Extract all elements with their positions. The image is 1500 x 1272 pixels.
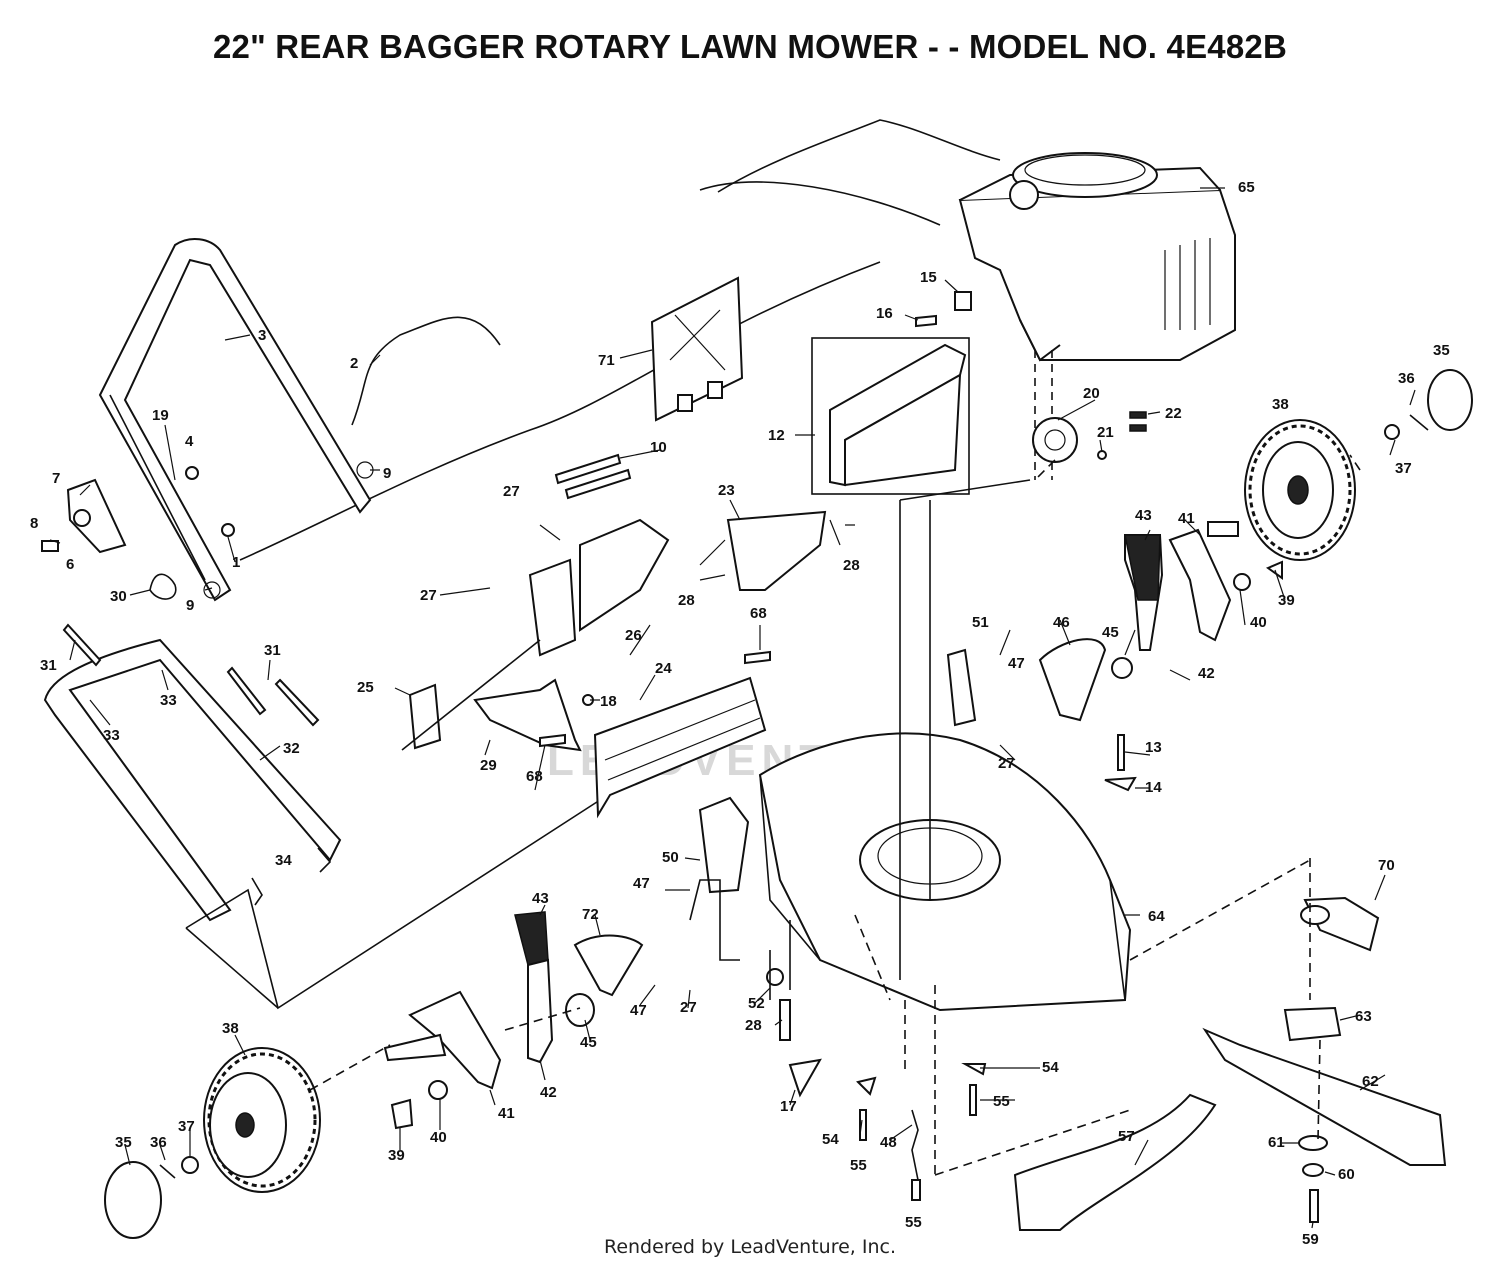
callout-41: 41 bbox=[1178, 510, 1195, 527]
callout-34: 34 bbox=[275, 852, 292, 869]
callout-9: 9 bbox=[383, 465, 391, 482]
callout-42: 42 bbox=[540, 1084, 557, 1101]
callout-20: 20 bbox=[1083, 385, 1100, 402]
callout-40: 40 bbox=[1250, 614, 1267, 631]
callout-52: 52 bbox=[748, 995, 765, 1012]
callout-63: 63 bbox=[1355, 1008, 1372, 1025]
callout-13: 13 bbox=[1145, 739, 1162, 756]
callout-26: 26 bbox=[625, 627, 642, 644]
callout-25: 25 bbox=[357, 679, 374, 696]
callout-12: 12 bbox=[768, 427, 785, 444]
left-wheel bbox=[203, 1047, 321, 1193]
callout-40: 40 bbox=[430, 1129, 447, 1146]
callout-17: 17 bbox=[780, 1098, 797, 1115]
callout-57: 57 bbox=[1118, 1128, 1135, 1145]
callout-64: 64 bbox=[1148, 908, 1165, 925]
callout-55: 55 bbox=[905, 1214, 922, 1231]
callout-16: 16 bbox=[876, 305, 893, 322]
cable-to-engine bbox=[699, 181, 941, 226]
callout-32: 32 bbox=[283, 740, 300, 757]
callout-31: 31 bbox=[264, 642, 281, 659]
callout-4: 4 bbox=[185, 433, 194, 450]
callout-14: 14 bbox=[1145, 779, 1162, 796]
diagram-title: 22" REAR BAGGER ROTARY LAWN MOWER - - MO… bbox=[212, 28, 1287, 65]
callout-36: 36 bbox=[150, 1134, 167, 1151]
callout-31: 31 bbox=[40, 657, 57, 674]
callout-54: 54 bbox=[822, 1131, 839, 1148]
callout-37: 37 bbox=[1395, 460, 1412, 477]
callout-71: 71 bbox=[598, 352, 615, 369]
callout-51: 51 bbox=[972, 614, 989, 631]
callout-54: 54 bbox=[1042, 1059, 1059, 1076]
callout-45: 45 bbox=[1102, 624, 1119, 641]
callout-2: 2 bbox=[350, 355, 358, 372]
callout-22: 22 bbox=[1165, 405, 1182, 422]
right-wheel bbox=[1244, 419, 1356, 561]
callout-33: 33 bbox=[160, 692, 177, 709]
callout-38: 38 bbox=[222, 1020, 239, 1037]
throttle-cable-lower bbox=[239, 261, 881, 561]
callout-41: 41 bbox=[498, 1105, 515, 1122]
callout-46: 46 bbox=[1053, 614, 1070, 631]
callout-39: 39 bbox=[1278, 592, 1295, 609]
callout-43: 43 bbox=[532, 890, 549, 907]
callout-3: 3 bbox=[258, 327, 266, 344]
callout-15: 15 bbox=[920, 269, 937, 286]
callout-27: 27 bbox=[503, 483, 520, 500]
engine-assembly bbox=[958, 152, 1236, 480]
callout-1: 1 bbox=[232, 554, 240, 571]
callout-68: 68 bbox=[750, 605, 767, 622]
callout-61: 61 bbox=[1268, 1134, 1285, 1151]
callout-28: 28 bbox=[745, 1017, 762, 1034]
callout-62: 62 bbox=[1362, 1073, 1379, 1090]
callout-72: 72 bbox=[582, 906, 599, 923]
throttle-cable bbox=[717, 119, 1001, 193]
mower-deck bbox=[758, 732, 1132, 1012]
callout-43: 43 bbox=[1135, 507, 1152, 524]
callout-47: 47 bbox=[1008, 655, 1025, 672]
callout-9: 9 bbox=[186, 597, 194, 614]
callout-24: 24 bbox=[655, 660, 672, 677]
callout-59: 59 bbox=[1302, 1231, 1319, 1248]
callout-layer: 1234678991012131415161718192021222324252… bbox=[30, 179, 1450, 1248]
footer-credit: Rendered by LeadVenture, Inc. bbox=[603, 1236, 897, 1258]
callout-42: 42 bbox=[1198, 665, 1215, 682]
callout-10: 10 bbox=[650, 439, 667, 456]
callout-55: 55 bbox=[850, 1157, 867, 1174]
callout-68: 68 bbox=[526, 768, 543, 785]
callout-60: 60 bbox=[1338, 1166, 1355, 1183]
callout-27: 27 bbox=[998, 755, 1015, 772]
callout-35: 35 bbox=[1433, 342, 1450, 359]
callout-35: 35 bbox=[115, 1134, 132, 1151]
callout-29: 29 bbox=[480, 757, 497, 774]
callout-8: 8 bbox=[30, 515, 38, 532]
callout-47: 47 bbox=[630, 1002, 647, 1019]
callout-33: 33 bbox=[103, 727, 120, 744]
callout-18: 18 bbox=[600, 693, 617, 710]
callout-65: 65 bbox=[1238, 179, 1255, 196]
callout-19: 19 bbox=[152, 407, 169, 424]
callout-27: 27 bbox=[680, 999, 697, 1016]
callout-28: 28 bbox=[678, 592, 695, 609]
callout-28: 28 bbox=[843, 557, 860, 574]
callout-27: 27 bbox=[420, 587, 437, 604]
callout-6: 6 bbox=[66, 556, 74, 573]
callout-30: 30 bbox=[110, 588, 127, 605]
callout-55: 55 bbox=[993, 1093, 1010, 1110]
callout-47: 47 bbox=[633, 875, 650, 892]
callout-38: 38 bbox=[1272, 396, 1289, 413]
callout-23: 23 bbox=[718, 482, 735, 499]
callout-37: 37 bbox=[178, 1118, 195, 1135]
callout-48: 48 bbox=[880, 1134, 897, 1151]
callout-7: 7 bbox=[52, 470, 60, 487]
callout-36: 36 bbox=[1398, 370, 1415, 387]
callout-39: 39 bbox=[388, 1147, 405, 1164]
callout-70: 70 bbox=[1378, 857, 1395, 874]
callout-45: 45 bbox=[580, 1034, 597, 1051]
callout-50: 50 bbox=[662, 849, 679, 866]
callout-21: 21 bbox=[1097, 424, 1114, 441]
